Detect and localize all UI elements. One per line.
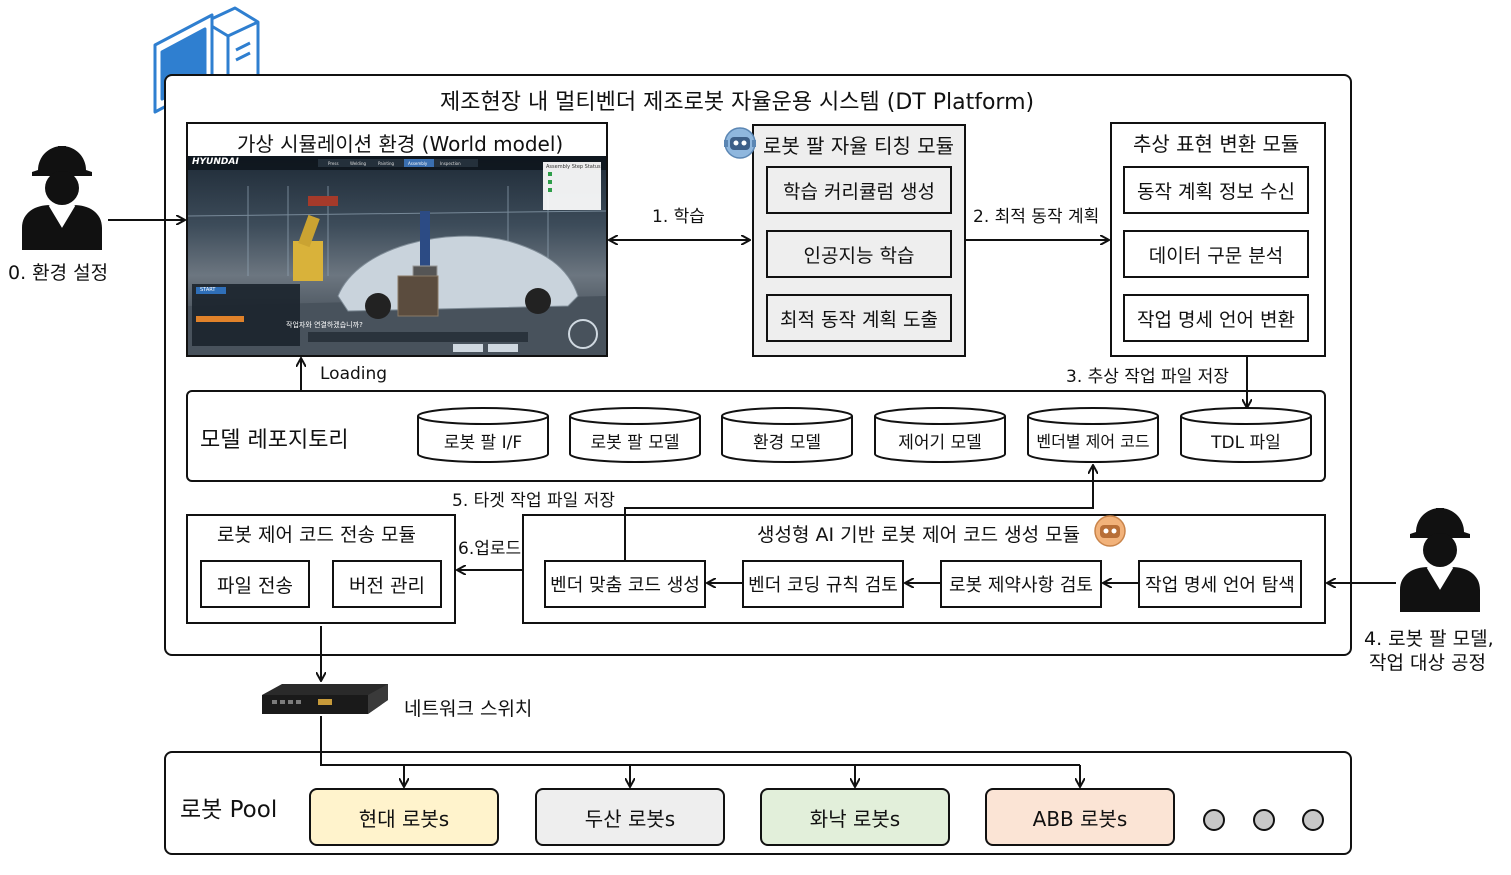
sim-tab-inspection: Inspection bbox=[440, 161, 461, 166]
repo-item-env-model: 환경 모델 bbox=[753, 433, 821, 453]
abstract-item-parse: 데이터 구문 분석 bbox=[1123, 230, 1309, 278]
sim-tab-welding: Welding bbox=[350, 161, 367, 166]
gen-item-vendor-code: 벤더 맞춤 코드 생성 bbox=[544, 560, 706, 608]
abstract-module bbox=[1110, 122, 1326, 357]
repo-item-vendor-code: 벤더별 제어 코드 bbox=[1036, 432, 1150, 451]
transfer-item-version: 버전 관리 bbox=[332, 560, 442, 608]
repo-item-robot-model: 로봇 팔 모델 bbox=[590, 433, 680, 453]
repo-item-controller-model: 제어기 모델 bbox=[898, 433, 982, 453]
more-dot-3 bbox=[1302, 809, 1324, 831]
teaching-item-plan: 최적 동작 계획 도출 bbox=[766, 294, 952, 342]
abstract-item-convert: 작업 명세 언어 변환 bbox=[1123, 294, 1309, 342]
simulation-title: 가상 시뮬레이션 환경 (World model) bbox=[237, 132, 564, 156]
label-worker-input-2: 작업 대상 공정 bbox=[1369, 652, 1486, 674]
pool-robot-doosan: 두산 로봇s bbox=[535, 788, 725, 846]
pool-title: 로봇 Pool bbox=[180, 797, 278, 823]
pool-robot-fanuc: 화낙 로봇s bbox=[760, 788, 950, 846]
simulation-screenshot: HYUNDAI Press Welding Painting Assembly … bbox=[188, 156, 606, 355]
label-upload: 6.업로드 bbox=[458, 539, 522, 559]
label-learning: 1. 학습 bbox=[652, 207, 705, 227]
sim-start-label: START bbox=[200, 287, 216, 293]
gen-item-constraints: 로봇 제약사항 검토 bbox=[940, 560, 1102, 608]
transfer-module bbox=[186, 514, 456, 624]
label-target-save: 5. 타겟 작업 파일 저장 bbox=[452, 491, 615, 511]
sim-panel-title: Assembly Step Status bbox=[546, 164, 601, 170]
label-loading: Loading bbox=[320, 364, 388, 384]
transfer-item-file: 파일 전송 bbox=[200, 560, 310, 608]
abstract-item-receive: 동작 계획 정보 수신 bbox=[1123, 166, 1309, 214]
repo-item-robot-if: 로봇 팔 I/F bbox=[443, 433, 523, 453]
repo-item-tdl-file: TDL 파일 bbox=[1211, 433, 1281, 453]
sim-tab-assembly: Assembly bbox=[408, 161, 428, 166]
label-worker-input-1: 4. 로봇 팔 모델, bbox=[1364, 628, 1494, 650]
network-switch-label: 네트워크 스위치 bbox=[404, 698, 533, 720]
gen-item-coding-rules: 벤더 코딩 규칙 검토 bbox=[742, 560, 904, 608]
pool-robot-abb: ABB 로봇s bbox=[985, 788, 1175, 846]
sim-question: 작업자와 연결하겠습니까? bbox=[286, 321, 363, 329]
teaching-item-curriculum: 학습 커리큘럼 생성 bbox=[766, 166, 952, 214]
sim-tab-press: Press bbox=[328, 161, 339, 166]
label-abstract-save: 3. 추상 작업 파일 저장 bbox=[1066, 367, 1229, 387]
teaching-title: 로봇 팔 자율 티칭 모듈 bbox=[763, 134, 955, 158]
sim-tab-painting: Painting bbox=[378, 161, 395, 166]
repo-title: 모델 레포지토리 bbox=[200, 428, 349, 453]
label-env-setup: 0. 환경 설정 bbox=[8, 262, 109, 284]
platform-title: 제조현장 내 멀티벤더 제조로봇 자율운용 시스템 (DT Platform) bbox=[440, 90, 1035, 115]
teaching-item-ai-learning: 인공지능 학습 bbox=[766, 230, 952, 278]
transfer-title: 로봇 제어 코드 전송 모듈 bbox=[217, 524, 416, 546]
sim-brand: HYUNDAI bbox=[192, 157, 239, 167]
abstract-title: 추상 표현 변환 모듈 bbox=[1133, 132, 1300, 156]
gen-title: 생성형 AI 기반 로봇 제어 코드 생성 모듈 bbox=[757, 524, 1081, 546]
label-optimal-plan: 2. 최적 동작 계획 bbox=[973, 207, 1100, 227]
gen-item-spec-search: 작업 명세 언어 탐색 bbox=[1138, 560, 1302, 608]
pool-robot-hyundai: 현대 로봇s bbox=[309, 788, 499, 846]
more-dot-1 bbox=[1203, 809, 1225, 831]
more-dot-2 bbox=[1253, 809, 1275, 831]
